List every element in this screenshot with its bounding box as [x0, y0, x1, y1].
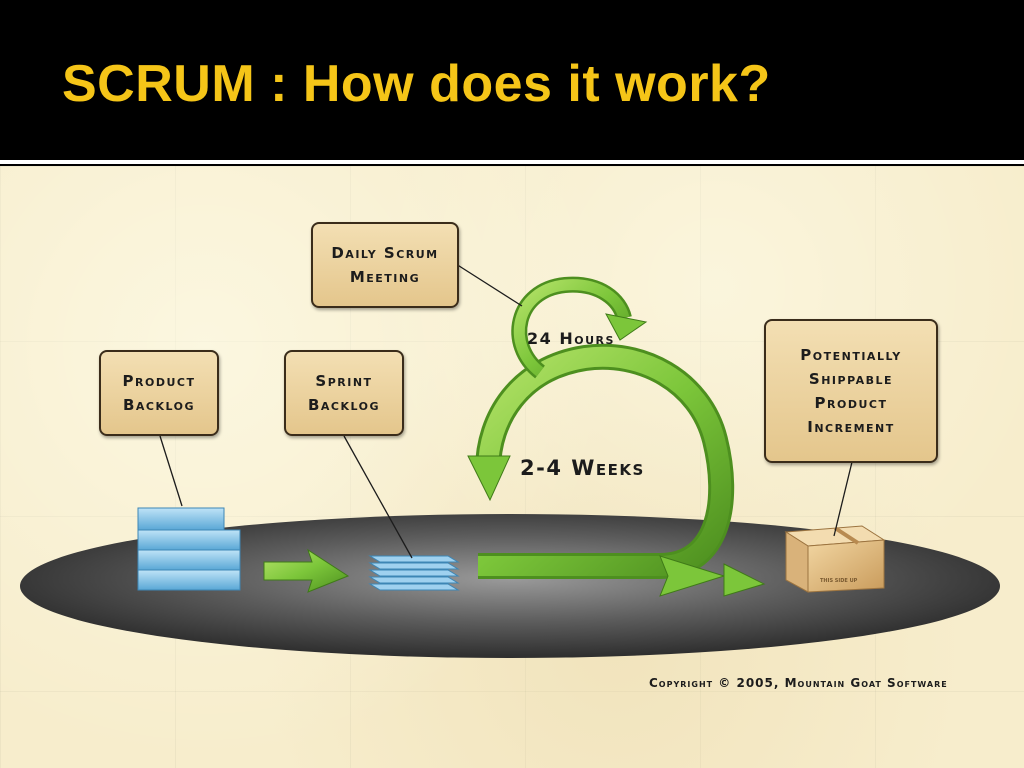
- copyright-label: Copyright © 2005, Mountain Goat Software: [649, 676, 948, 690]
- sprint-backlog-label: Sprint Backlog: [307, 372, 381, 414]
- sprint-backlog-box: Sprint Backlog: [284, 350, 404, 436]
- flow-arrow-icon: [263, 548, 350, 593]
- shipping-box-icon: [784, 525, 886, 593]
- weeks-label: 2-4 Weeks: [520, 456, 645, 480]
- box-stamp-label: THIS SIDE UP: [820, 578, 858, 584]
- hours-label: 24 Hours: [527, 329, 615, 348]
- daily-scrum-box: Daily Scrum Meeting: [311, 222, 459, 308]
- slide-title: SCRUM : How does it work?: [62, 55, 771, 113]
- platform-ellipse: [20, 514, 1000, 658]
- increment-box: Potentially Shippable Product Increment: [764, 319, 938, 463]
- product-backlog-stack-icon: [137, 507, 241, 591]
- daily-scrum-label: Daily Scrum Meeting: [331, 244, 439, 286]
- diagram-canvas: [0, 166, 1024, 768]
- product-backlog-box: Product Backlog: [99, 350, 219, 436]
- sprint-backlog-sheets-icon: [368, 555, 460, 591]
- connector-lines: [159, 263, 853, 559]
- product-backlog-label: Product Backlog: [122, 372, 196, 414]
- slide-header: SCRUM : How does it work?: [0, 0, 1024, 160]
- sprint-cycle-arrow-icon: [467, 343, 766, 597]
- increment-label: Potentially Shippable Product Increment: [800, 346, 902, 436]
- daily-cycle-arrow-icon: [511, 276, 648, 379]
- header-divider: [0, 160, 1024, 164]
